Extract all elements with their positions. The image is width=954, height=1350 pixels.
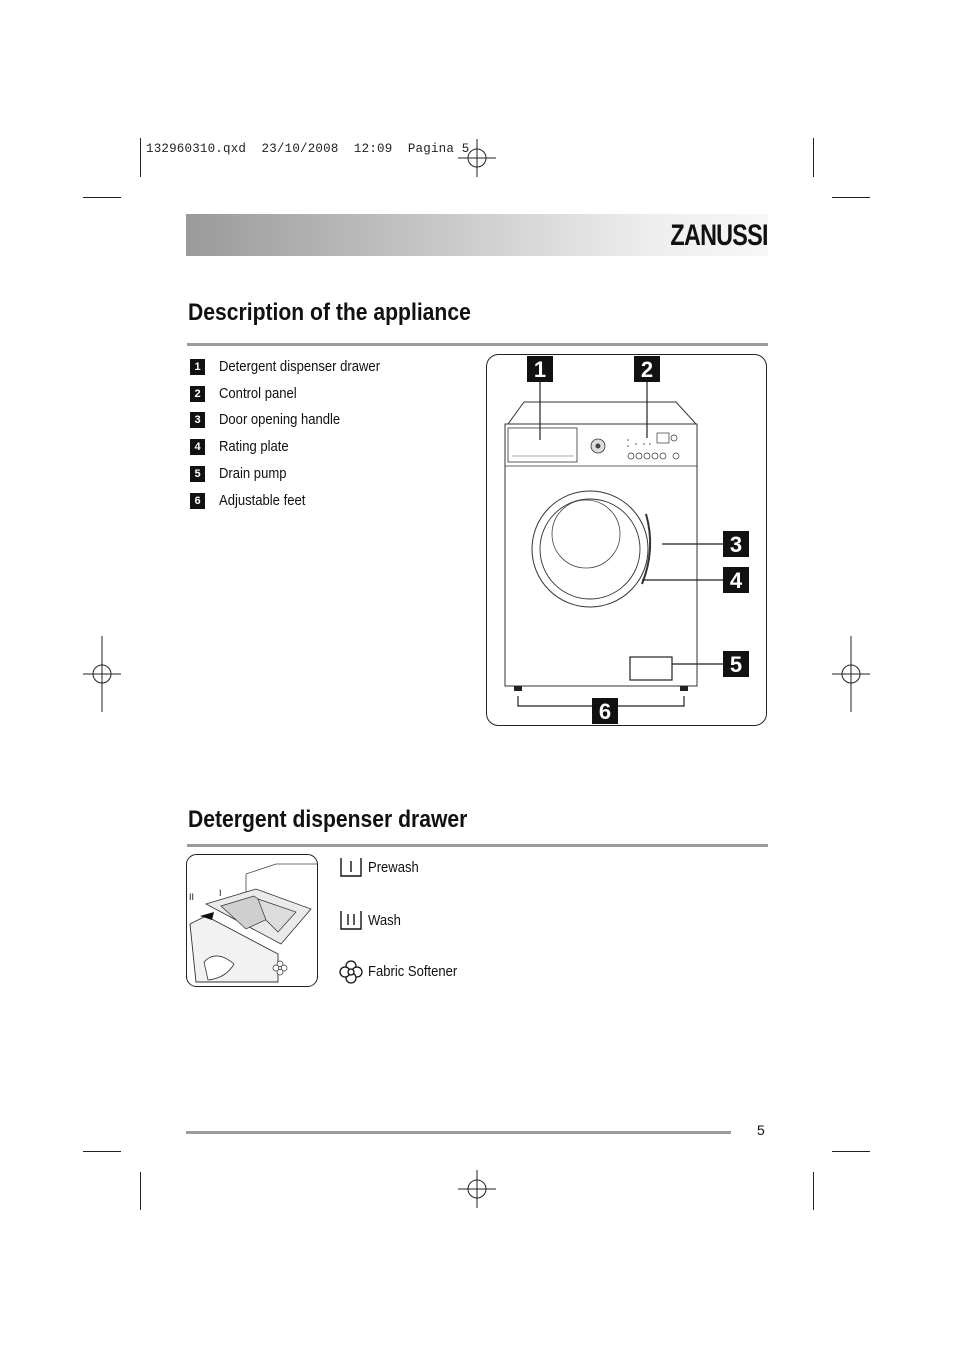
compartment-label: Prewash xyxy=(368,860,419,876)
callout-3: 3 xyxy=(730,532,742,557)
crop-mark xyxy=(813,1172,814,1210)
section-title: Description of the appliance xyxy=(188,299,471,326)
legend-label: Detergent dispenser drawer xyxy=(219,359,381,375)
legend-number: 6 xyxy=(190,493,205,509)
registration-mark-icon xyxy=(458,1170,496,1208)
legend-number: 4 xyxy=(190,439,205,455)
legend-number: 5 xyxy=(190,466,205,482)
page-number: 5 xyxy=(757,1122,765,1138)
print-slug: 132960310.qxd 23/10/2008 12:09 Pagina 5 xyxy=(146,142,470,156)
legend-label: Door opening handle xyxy=(219,412,341,428)
prewash-compartment-icon xyxy=(340,858,362,877)
crop-mark xyxy=(832,1151,870,1152)
callout-4: 4 xyxy=(730,568,743,593)
legend-item: 1 Detergent dispenser drawer xyxy=(190,357,380,377)
legend-item: 6 Adjustable feet xyxy=(190,491,305,511)
legend-label: Drain pump xyxy=(219,466,287,482)
section-title: Detergent dispenser drawer xyxy=(188,806,468,833)
callout-6: 6 xyxy=(599,699,611,724)
crop-mark xyxy=(83,197,121,198)
callout-5: 5 xyxy=(730,652,742,677)
registration-mark-icon xyxy=(83,636,121,712)
washing-machine-diagram: 1 2 3 4 5 6 xyxy=(486,354,767,726)
legend-label: Control panel xyxy=(219,386,297,402)
legend-item: 4 Rating plate xyxy=(190,437,289,457)
crop-mark xyxy=(813,138,814,177)
legend-number: 3 xyxy=(190,412,205,428)
legend-label: Adjustable feet xyxy=(219,493,306,509)
wash-compartment-icon xyxy=(340,911,362,930)
crop-mark xyxy=(140,1172,141,1210)
fabric-softener-flower-icon xyxy=(339,960,363,984)
legend-item: 3 Door opening handle xyxy=(190,410,340,430)
legend-label: Rating plate xyxy=(219,439,289,455)
header-banner xyxy=(186,214,768,256)
drawer-mark-wash: II xyxy=(189,892,194,902)
registration-mark-icon xyxy=(832,636,870,712)
legend-number: 1 xyxy=(190,359,205,375)
crop-mark xyxy=(140,138,141,177)
brand-logo: ZANUSSI xyxy=(670,219,769,252)
crop-mark xyxy=(83,1151,121,1152)
dispenser-drawer-illustration: II I xyxy=(186,854,318,987)
callout-1: 1 xyxy=(534,357,546,382)
legend-item: 5 Drain pump xyxy=(190,464,286,484)
callout-2: 2 xyxy=(641,357,653,382)
section-rule xyxy=(187,844,768,847)
compartment-label: Fabric Softener xyxy=(368,964,458,980)
section-rule xyxy=(187,343,768,346)
drawer-mark-prewash: I xyxy=(219,888,222,898)
legend-number: 2 xyxy=(190,386,205,402)
registration-mark-icon xyxy=(458,139,496,177)
compartment-label: Wash xyxy=(368,913,401,929)
footer-rule xyxy=(186,1131,731,1134)
crop-mark xyxy=(832,197,870,198)
legend-item: 2 Control panel xyxy=(190,384,297,404)
